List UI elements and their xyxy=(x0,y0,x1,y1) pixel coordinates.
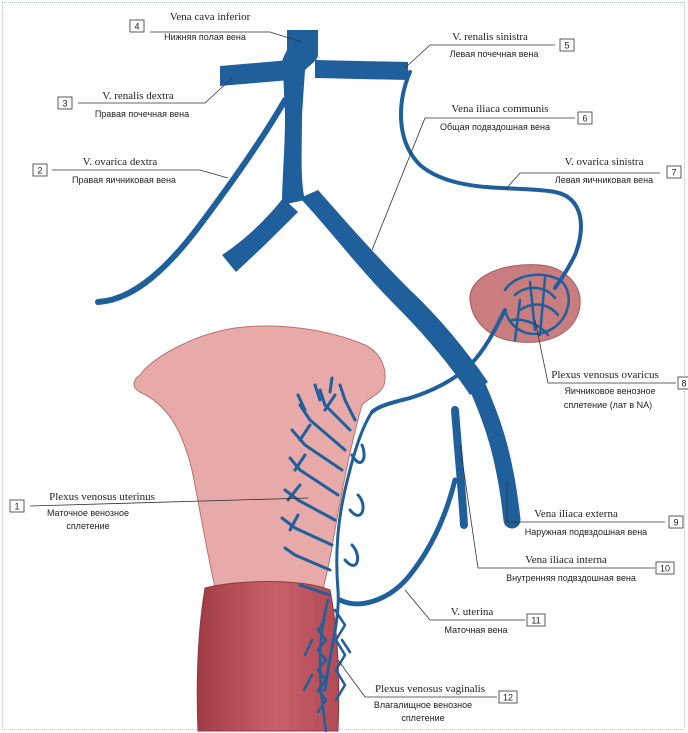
label-russian: Общая подвздошная вена xyxy=(440,122,550,132)
label-russian: Влагалищное венозное xyxy=(374,700,472,710)
label-number: 9 xyxy=(673,518,678,528)
label-latin: Vena iliaca externa xyxy=(534,508,618,520)
label-number: 12 xyxy=(503,693,513,703)
label-number: 5 xyxy=(564,41,569,51)
label-number: 10 xyxy=(660,564,670,574)
label-latin: V. uterina xyxy=(451,606,494,618)
label-russian-line2: сплетение xyxy=(66,521,109,531)
uterus-body xyxy=(134,326,385,609)
renal-veins xyxy=(220,60,408,86)
label-number: 8 xyxy=(681,379,686,389)
inferior-vena-cava xyxy=(282,30,318,205)
label-5: 5 V. renalis sinistra Левая почечная вен… xyxy=(405,31,574,68)
label-russian-line2: сплетение (лат в NA) xyxy=(564,400,652,410)
label-9: 9 Vena iliaca externa Наружная подвздошн… xyxy=(507,482,683,537)
label-latin: Plexus venosus vaginalis xyxy=(375,683,485,695)
label-latin: Plexus venosus uterinus xyxy=(49,491,155,503)
label-latin: Vena iliaca interna xyxy=(525,554,607,566)
label-number: 6 xyxy=(582,114,587,124)
label-russian: Яичниковое венозное xyxy=(564,386,655,396)
label-russian: Внутренняя подвздошная вена xyxy=(506,573,636,583)
label-latin: V. renalis dextra xyxy=(102,90,174,102)
label-12: 12 Plexus venosus vaginalis Влагалищное … xyxy=(338,660,517,723)
right-ovarian-vein xyxy=(98,100,285,302)
label-russian: Правая почечная вена xyxy=(95,109,189,119)
label-russian: Наружная подвздошная вена xyxy=(525,527,647,537)
label-number: 1 xyxy=(14,502,19,512)
label-russian: Правая яичниковая вена xyxy=(72,175,176,185)
label-russian: Нижняя полая вена xyxy=(164,32,246,42)
label-latin: V. renalis sinistra xyxy=(452,31,528,43)
label-russian-line2: сплетение xyxy=(401,713,444,723)
label-4: 4 Vena cava inferior Нижняя полая вена xyxy=(130,11,302,42)
label-number: 7 xyxy=(671,168,676,178)
label-number: 11 xyxy=(531,616,540,626)
label-11: 11 V. uterina Маточная вена xyxy=(405,590,545,635)
label-7: 7 V. ovarica sinistra Левая яичниковая в… xyxy=(505,156,681,190)
label-russian: Маточное венозное xyxy=(47,508,129,518)
cervix xyxy=(197,582,338,732)
label-russian: Левая почечная вена xyxy=(450,49,539,59)
internal-iliac-vein xyxy=(455,410,464,525)
label-latin: Plexus venosus ovaricus xyxy=(551,369,659,381)
label-latin: Vena cava inferior xyxy=(170,11,251,23)
label-russian: Маточная вена xyxy=(445,625,508,635)
label-number: 3 xyxy=(62,99,67,109)
label-latin: V. ovarica sinistra xyxy=(565,156,644,168)
label-2: 2 V. ovarica dextra Правая яичниковая ве… xyxy=(33,156,228,185)
label-russian: Левая яичниковая вена xyxy=(555,175,653,185)
label-3: 3 V. renalis dextra Правая почечная вена xyxy=(58,78,232,119)
label-latin: V. ovarica dextra xyxy=(83,156,158,168)
label-latin: Vena iliaca communis xyxy=(451,103,548,115)
uterine-vein xyxy=(340,480,455,604)
label-number: 2 xyxy=(37,166,42,176)
label-number: 4 xyxy=(134,22,139,32)
